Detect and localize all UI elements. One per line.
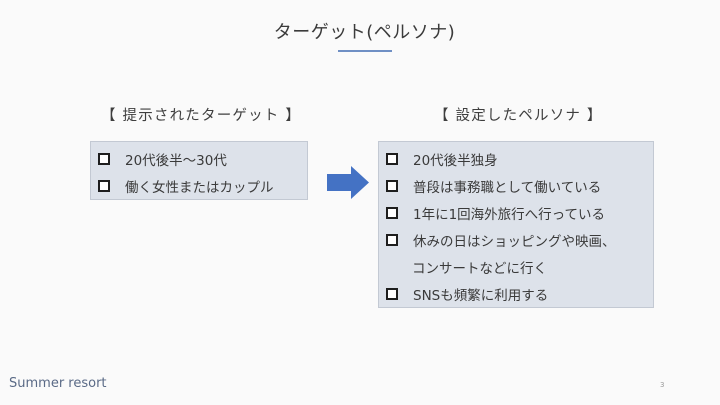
persona-box: 20代後半独身 普段は事務職として働いている 1年に1回海外旅行へ行っている 休… xyxy=(378,141,654,308)
list-item-text: 働く女性またはカップル xyxy=(125,179,274,196)
given-target-box: 20代後半～30代 働く女性またはカップル xyxy=(90,141,308,200)
given-target-heading: 【 提示されたターゲット 】 xyxy=(101,108,302,124)
list-item-text: 休みの日はショッピングや映画、 xyxy=(413,233,616,250)
title-underline xyxy=(338,50,392,52)
list-item-text: SNSも頻繁に利用する xyxy=(413,287,549,304)
checkbox-bullet-icon xyxy=(386,152,398,165)
list-item-text: 20代後半～30代 xyxy=(125,152,227,169)
checkbox-bullet-icon xyxy=(386,179,398,192)
list-item-text: 普段は事務職として働いている xyxy=(413,179,602,196)
list-item: 1年に1回海外旅行へ行っている xyxy=(379,199,653,226)
persona-heading: 【 設定したペルソナ 】 xyxy=(434,108,603,124)
checkbox-bullet-icon xyxy=(386,206,398,219)
page-number: 3 xyxy=(660,381,665,389)
list-item: 普段は事務職として働いている xyxy=(379,172,653,199)
list-item-text: 20代後半独身 xyxy=(413,152,498,169)
list-item-continuation: コンサートなどに行く xyxy=(379,253,653,280)
checkbox-bullet-icon xyxy=(98,179,110,192)
list-item-text: コンサートなどに行く xyxy=(412,260,547,277)
checkbox-bullet-icon xyxy=(386,233,398,246)
slide-title: ターゲット(ペルソナ) xyxy=(273,22,456,43)
list-item: SNSも頻繁に利用する xyxy=(379,280,653,307)
footer-brand: Summer resort xyxy=(9,376,107,391)
checkbox-bullet-icon xyxy=(386,287,398,300)
checkbox-bullet-icon xyxy=(98,152,110,165)
right-arrow-icon xyxy=(327,166,369,199)
list-item-text: 1年に1回海外旅行へ行っている xyxy=(413,206,606,223)
list-item: 20代後半独身 xyxy=(379,145,653,172)
list-item: 休みの日はショッピングや映画、 xyxy=(379,226,653,253)
list-item: 20代後半～30代 xyxy=(91,145,307,172)
list-item: 働く女性またはカップル xyxy=(91,172,307,199)
